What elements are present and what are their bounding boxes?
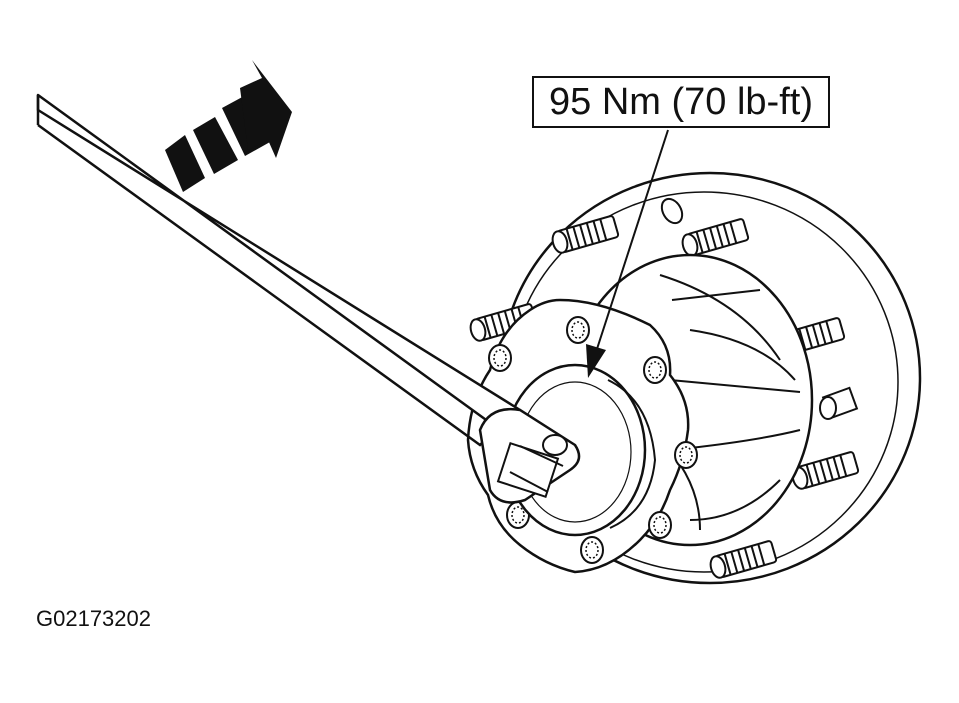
wheel-studs [467, 214, 860, 581]
tighten-direction-arrow-icon [165, 60, 292, 192]
torque-callout-leader [586, 129, 669, 378]
figure-id: G02173202 [36, 606, 151, 631]
torque-wrench-icon [36, 93, 581, 504]
torque-spec-callout: 95 Nm (70 lb-ft) [532, 76, 830, 128]
torque-spec-label: 95 Nm (70 lb-ft) [549, 80, 813, 123]
